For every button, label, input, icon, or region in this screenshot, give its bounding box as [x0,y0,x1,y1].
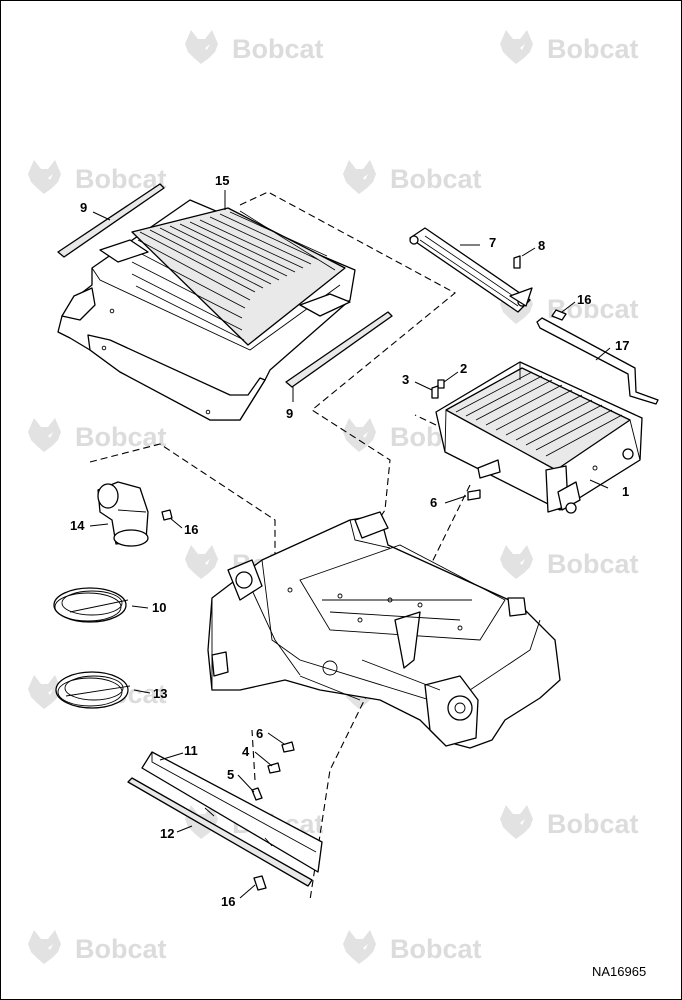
bobcat-head-logo-icon [343,930,376,964]
part-10-hose-coil [53,587,129,623]
watermark-text: Bobcat [547,549,639,579]
callout-4: 4 [242,744,250,759]
part-13-hose-coil [55,671,131,709]
watermark-text: Bobcat [75,422,167,452]
callout-16-top: 16 [577,292,591,307]
part-11-shield [141,751,323,873]
bobcat-head-logo-icon [500,545,533,579]
callout-16-middle: 16 [184,522,198,537]
part-7-oil-cooler [409,227,533,313]
chassis-frame [207,511,561,749]
callout-2: 2 [460,361,467,376]
watermark-text: Bobcat [75,934,167,964]
part-12-strip [127,777,313,887]
part-17-mounting-bracket [536,317,659,405]
watermark-text: Bobcat [390,934,482,964]
callout-8: 8 [538,238,545,253]
callout-13: 13 [153,686,167,701]
bobcat-head-logo-icon [343,418,376,452]
bobcat-head-logo-icon [500,30,533,64]
callout-7: 7 [489,235,496,250]
callout-17: 17 [615,338,629,353]
callout-3: 3 [402,372,409,387]
drawing-number: NA16965 [592,964,646,979]
hardware-lower [251,741,295,891]
callout-9-top: 9 [80,200,87,215]
callout-6-bottom: 6 [256,726,263,741]
bobcat-head-logo-icon [185,30,218,64]
bobcat-head-logo-icon [500,805,533,839]
callout-11: 11 [184,743,198,758]
watermark-text: Bobcat [547,34,639,64]
callout-6-top: 6 [430,495,437,510]
bobcat-head-logo-icon [343,160,376,194]
callout-9-bottom: 9 [286,406,293,421]
hardware-top [431,255,567,501]
part-9-seal-strips [57,183,393,388]
bobcat-head-logo-icon [28,160,61,194]
part-14-elbow-fitting [97,481,173,547]
callout-5: 5 [227,767,234,782]
watermark-text: Bobcat [390,164,482,194]
callout-10: 10 [152,600,166,615]
callout-15: 15 [215,173,229,188]
bobcat-head-logo-icon [28,930,61,964]
leader-lines [89,190,611,899]
callout-16-bottom: 16 [221,894,235,909]
callout-12: 12 [160,826,174,841]
callout-1: 1 [622,484,629,499]
bobcat-head-logo-icon [28,418,61,452]
part-15-radiator-screen [57,199,356,421]
callout-labels: 9 15 7 8 16 17 2 3 9 1 6 14 16 10 13 6 1… [70,173,629,909]
watermark-text: Bobcat [547,809,639,839]
part-1-radiator [435,361,643,514]
callout-14: 14 [70,518,85,533]
watermark-text: Bobcat [232,34,324,64]
watermark-text: Bobcat [75,164,167,194]
bobcat-head-logo-icon [185,545,218,579]
